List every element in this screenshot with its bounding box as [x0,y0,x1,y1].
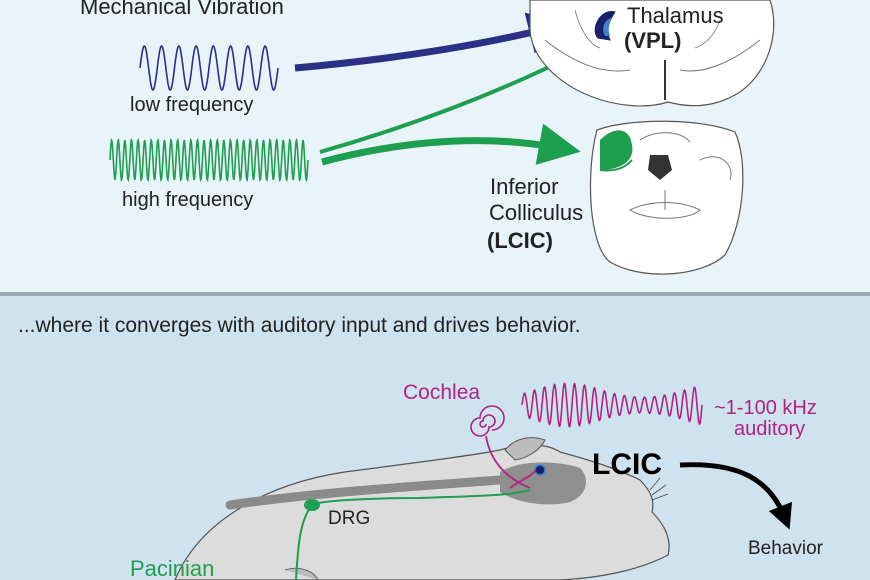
high-frequency-wave [109,137,309,183]
high-to-colliculus-arrow [321,123,581,166]
vpl-label: (VPL) [624,28,682,53]
low-frequency-wave [139,45,279,91]
low-to-thalamus-arrow [294,12,571,72]
panel-divider [0,292,870,296]
mechanical-vibration-heading: Mechanical Vibration [80,0,284,19]
high-frequency-label: high frequency [122,189,254,211]
lcic-bottom-label: LCIC [592,448,662,481]
auditory-wave [521,382,703,428]
lcic-to-behavior-arrow [679,462,793,530]
auditory-label: auditory [734,418,806,440]
thalamus-label: Thalamus [627,3,724,28]
drg-neuron [295,489,531,580]
low-frequency-label: low frequency [130,94,254,116]
cochlea-label: Cochlea [403,381,481,404]
colliculus-brain-section [589,120,744,275]
behavior-label: Behavior [748,538,823,559]
high-to-thalamus-arrow [319,48,587,154]
pacinian-label: Pacinian [130,556,215,580]
cochlea-spiral [470,405,537,489]
inferior-label: Inferior [490,174,559,199]
colliculus-label: Colliculus [489,200,584,225]
drg-label: DRG [328,508,371,529]
auditory-frequency-label: ~1-100 kHz [714,397,817,419]
thalamus-brain-section [529,0,775,107]
caption: ...where it converges with auditory inpu… [18,314,581,337]
lcic-top-label: (LCIC) [487,228,553,253]
